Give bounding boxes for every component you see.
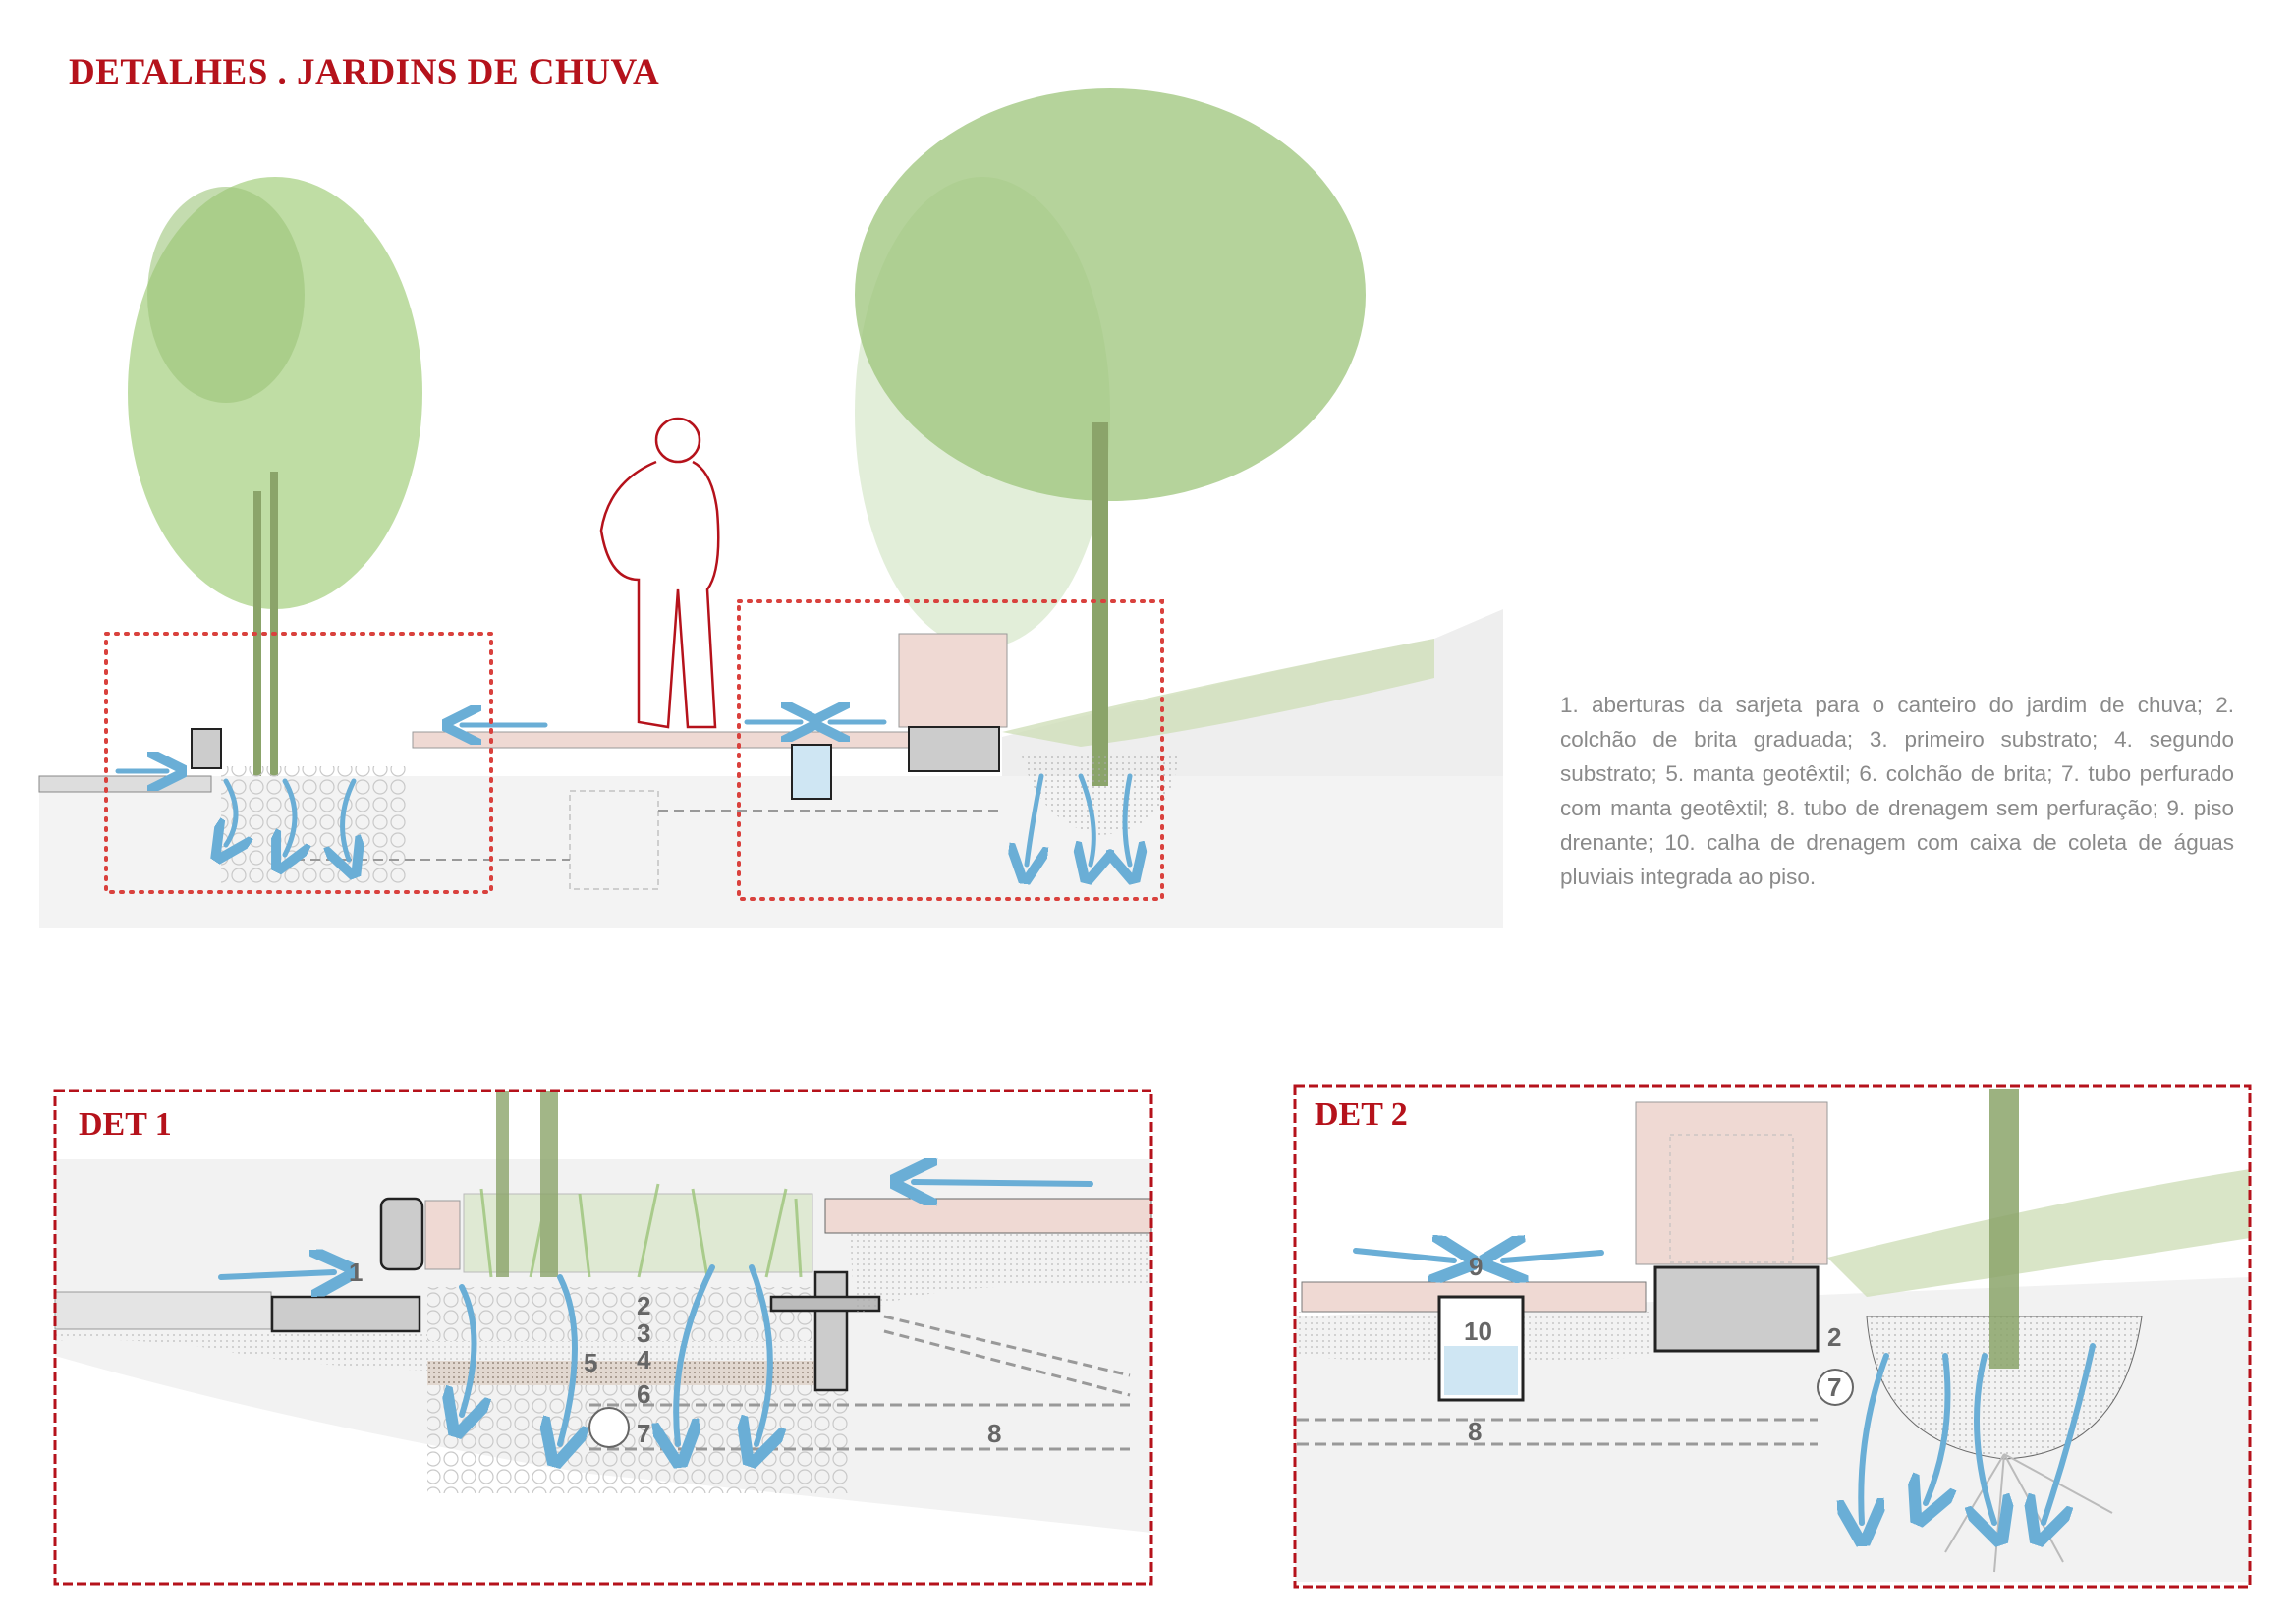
bench-base — [908, 726, 1000, 772]
layer-gravel-graded — [427, 1287, 815, 1341]
label-7: 7 — [637, 1419, 650, 1448]
label-2: 2 — [637, 1291, 650, 1320]
page-title: DETALHES . JARDINS DE CHUVA — [69, 52, 660, 92]
inspection-box — [569, 790, 659, 890]
legend-text: 1. aberturas da sarjeta para o canteiro … — [1560, 693, 2234, 889]
label-5: 5 — [584, 1348, 597, 1377]
det1-panel: DET 1 1 2 3 4 5 6 7 8 — [53, 1089, 1153, 1586]
person-outline — [599, 417, 720, 729]
det1-frame — [53, 1089, 1153, 1586]
perforated-pipe — [1817, 1369, 1854, 1406]
pipe-slope — [883, 1315, 1131, 1397]
label-9: 9 — [1469, 1252, 1483, 1281]
water-arrows — [218, 1182, 1093, 1444]
gutter — [54, 1291, 272, 1330]
paving — [824, 1198, 1152, 1234]
paving — [412, 731, 915, 749]
det1-callout-box[interactable] — [104, 632, 493, 894]
edge-post — [813, 1270, 849, 1392]
base-sand — [55, 1331, 427, 1371]
drain-pipe — [295, 810, 1002, 861]
water-arrows — [1353, 1251, 2096, 1523]
planter-gravel — [221, 766, 408, 884]
label-10: 10 — [1464, 1316, 1492, 1346]
paving-base — [850, 1233, 1151, 1316]
channel-water — [1444, 1346, 1518, 1395]
drain-pipe — [1297, 1418, 1818, 1446]
layer-substrate-2 — [427, 1361, 815, 1385]
layer-substrate-1 — [427, 1341, 815, 1361]
label-6: 6 — [637, 1379, 650, 1409]
tree-right — [855, 88, 1366, 786]
grass-slope — [1002, 639, 1434, 747]
label-7: 7 — [1827, 1372, 1841, 1402]
tree-left — [128, 177, 422, 776]
label-8: 8 — [987, 1419, 1001, 1448]
overview-section — [38, 88, 1503, 928]
det2-title: DET 2 — [1315, 1096, 1408, 1133]
curb — [191, 728, 222, 769]
label-4: 4 — [637, 1345, 651, 1374]
perforated-pipe — [588, 1407, 630, 1448]
label-8: 8 — [1468, 1417, 1482, 1446]
det1-title: DET 1 — [79, 1106, 172, 1143]
label-1: 1 — [349, 1258, 363, 1287]
det2-frame — [1293, 1084, 2252, 1589]
basin — [1022, 756, 1179, 835]
drain-channel — [791, 744, 832, 800]
curb — [379, 1197, 424, 1271]
grass-slope — [1827, 1169, 2250, 1297]
bench — [1635, 1101, 1828, 1265]
bench-base — [1653, 1265, 1820, 1353]
det2-panel: DET 2 9 10 2 7 8 — [1293, 1084, 2252, 1589]
label-3: 3 — [637, 1318, 650, 1348]
grass — [479, 1091, 803, 1278]
planter-edge — [424, 1200, 461, 1270]
water-arrows — [115, 722, 1130, 865]
gutter-block — [270, 1295, 421, 1333]
label-2: 2 — [1827, 1322, 1841, 1352]
grass-area — [463, 1193, 813, 1273]
bench — [898, 633, 1008, 728]
det2-callout-box[interactable] — [737, 599, 1164, 901]
tree-trunk — [1989, 1089, 2019, 1369]
gutter — [38, 775, 212, 793]
